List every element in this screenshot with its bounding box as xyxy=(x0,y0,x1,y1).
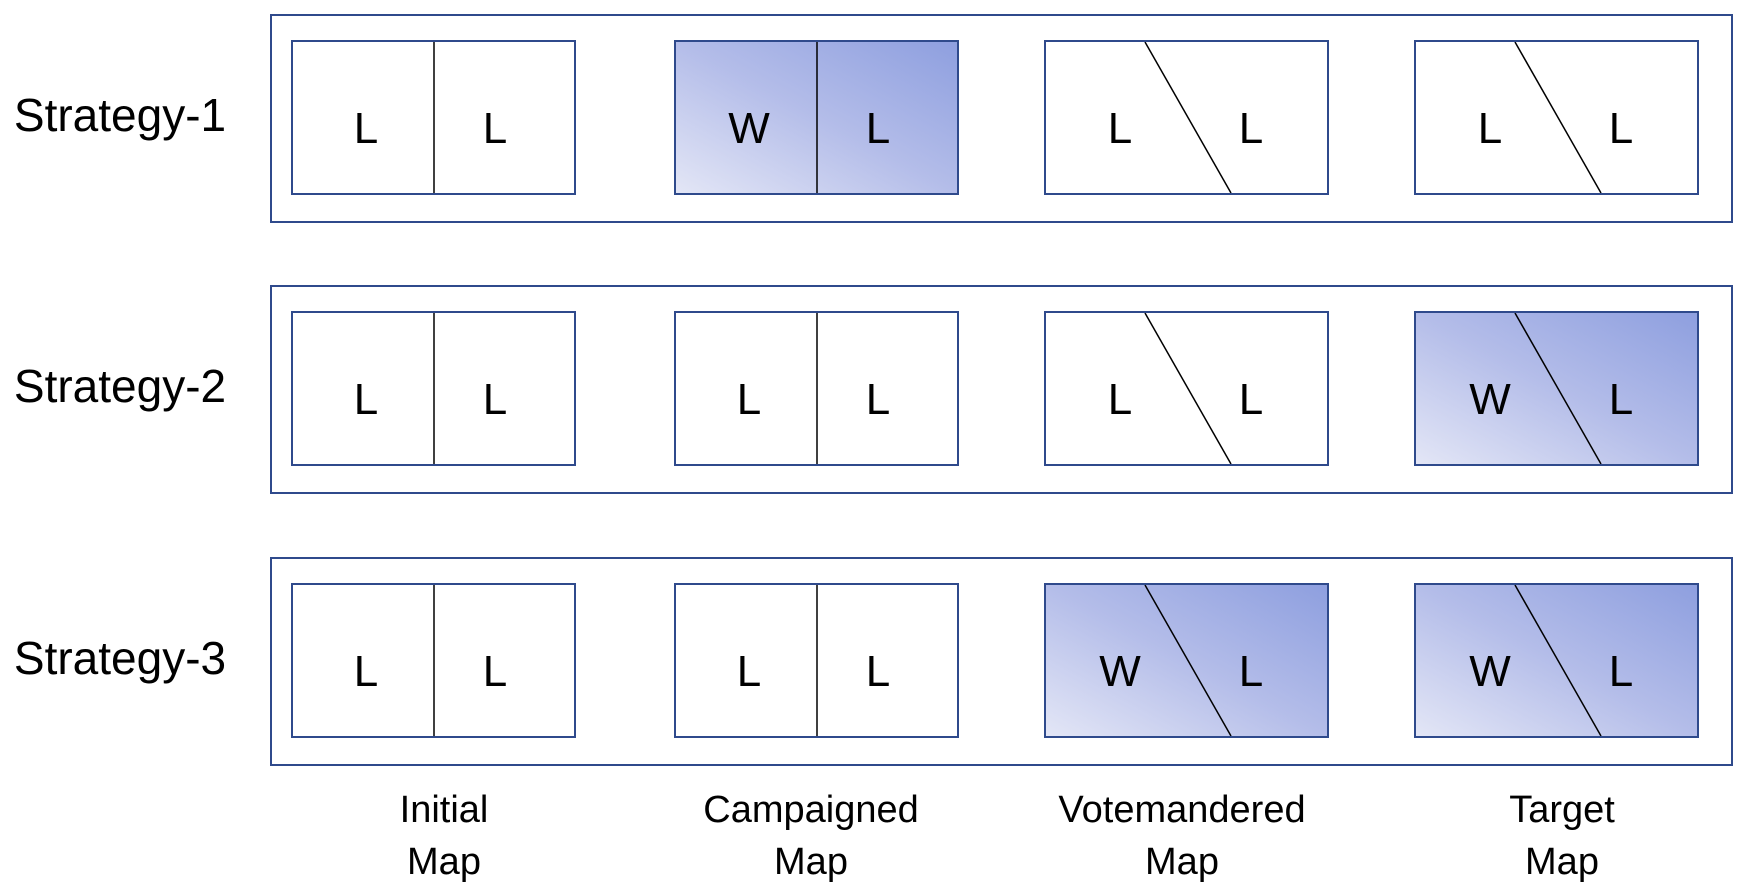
district-left-result: W xyxy=(1469,647,1511,696)
strategy-row-box xyxy=(270,285,1733,494)
district-right-result: L xyxy=(1238,647,1264,696)
district-divider xyxy=(433,313,435,464)
district-divider xyxy=(816,585,818,736)
district-divider xyxy=(816,313,818,464)
column-label-line1: Target xyxy=(1509,789,1615,831)
column-label-line2: Map xyxy=(1525,841,1599,883)
district-left-result: L xyxy=(1107,104,1133,153)
district-divider xyxy=(433,585,435,736)
district-right-result: L xyxy=(482,104,508,153)
strategy-label: Strategy-1 xyxy=(13,88,227,141)
district-right-result: L xyxy=(1608,647,1634,696)
district-divider xyxy=(433,42,435,193)
district-divider xyxy=(1514,585,1602,736)
district-divider xyxy=(1144,42,1232,193)
district-right-result: L xyxy=(1238,104,1264,153)
district-left-result: L xyxy=(353,647,379,696)
district-left-result: L xyxy=(1477,104,1503,153)
district-boundary-line xyxy=(1144,313,1232,464)
district-divider xyxy=(1514,313,1602,464)
district-right-result: L xyxy=(482,375,508,424)
column-label-line2: Map xyxy=(1145,841,1219,883)
district-divider xyxy=(1514,42,1602,193)
district-left-result: L xyxy=(1107,375,1133,424)
district-boundary-line xyxy=(1144,585,1232,736)
district-right-result: L xyxy=(865,375,891,424)
district-right-result: L xyxy=(1238,375,1264,424)
district-left-result: W xyxy=(1469,375,1511,424)
column-label-line2: Map xyxy=(774,841,848,883)
column-label-line1: Votemandered xyxy=(1058,789,1306,831)
district-divider xyxy=(1144,313,1232,464)
strategy-row-box xyxy=(270,14,1733,223)
strategy-row-box xyxy=(270,557,1733,766)
district-left-result: W xyxy=(1099,647,1141,696)
column-label-line1: Campaigned xyxy=(703,789,919,831)
column-label-line2: Map xyxy=(407,841,481,883)
district-divider xyxy=(816,42,818,193)
district-divider xyxy=(1144,585,1232,736)
district-right-result: L xyxy=(865,104,891,153)
column-label-line1: Initial xyxy=(399,789,489,831)
district-right-result: L xyxy=(865,647,891,696)
district-left-result: L xyxy=(353,375,379,424)
district-boundary-line xyxy=(1514,313,1602,464)
district-left-result: L xyxy=(736,375,762,424)
strategy-label: Strategy-3 xyxy=(13,631,227,684)
district-left-result: L xyxy=(353,104,379,153)
district-boundary-line xyxy=(1144,42,1232,193)
district-right-result: L xyxy=(1608,375,1634,424)
district-left-result: W xyxy=(728,104,770,153)
district-left-result: L xyxy=(736,647,762,696)
district-right-result: L xyxy=(482,647,508,696)
strategy-label: Strategy-2 xyxy=(13,359,227,412)
district-boundary-line xyxy=(1514,42,1602,193)
district-boundary-line xyxy=(1514,585,1602,736)
district-right-result: L xyxy=(1608,104,1634,153)
